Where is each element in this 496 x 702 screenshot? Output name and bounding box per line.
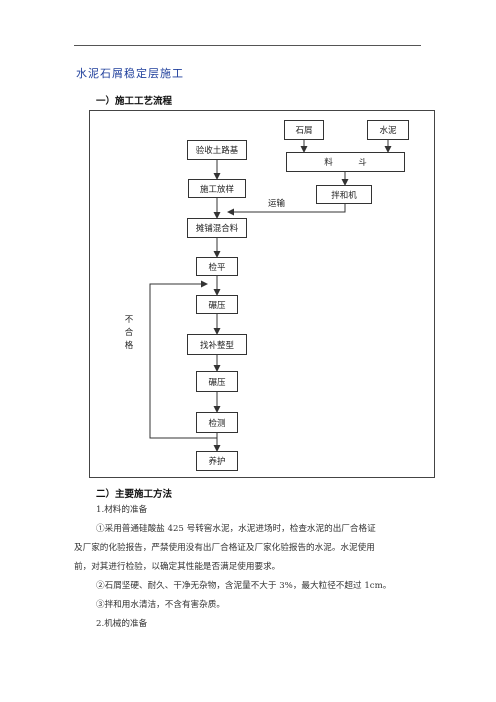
- box-jiance: 检测: [196, 412, 238, 433]
- paragraph-water: ③拌和用水清洁，不含有害杂质。: [96, 600, 225, 610]
- label-yunshu: 运输: [268, 199, 286, 209]
- box-nianya2: 碾压: [196, 371, 238, 392]
- box-yanghu: 养护: [196, 451, 238, 471]
- box-zhaobu: 找补整型: [187, 334, 247, 355]
- box-banheji: 拌和机: [316, 185, 372, 204]
- section-heading-process: 一）施工工艺流程: [96, 96, 173, 107]
- label-buhege-2: 合: [124, 328, 134, 338]
- page-title: 水泥石屑稳定层施工: [76, 67, 184, 80]
- paragraph-cement-2: 及厂家的化验报告，严禁使用没有出厂合格证及厂家化验报告的水泥。水泥使用: [74, 543, 375, 553]
- paragraph-cement-3: 前，对其进行检验，以确定其性能是否满足使用要求。: [74, 562, 281, 572]
- paragraph-stone: ②石屑坚硬、耐久、干净无杂物，含泥量不大于 3%，最大粒径不超过 1cm。: [96, 581, 392, 591]
- arrow-fail-loop: [149, 280, 217, 439]
- label-buhege-3: 格: [124, 341, 134, 351]
- paragraph-cement-1: ①采用普通硅酸盐 425 号转窖水泥，水泥进场时，检查水泥的出厂合格证: [96, 524, 376, 534]
- heading-materials: 1.材料的准备: [96, 505, 148, 515]
- section-heading-methods: 二）主要施工方法: [96, 489, 173, 500]
- header-rule: [74, 45, 421, 46]
- label-buhege-1: 不: [124, 315, 134, 325]
- box-fangyang: 施工放样: [188, 179, 246, 198]
- box-liaodou: 料 斗: [286, 152, 405, 172]
- box-shixie: 石屑: [284, 120, 324, 140]
- box-jianping: 检平: [196, 257, 238, 276]
- box-tanpu: 摊铺混合料: [187, 218, 247, 238]
- box-nianya1: 碾压: [196, 295, 238, 314]
- box-yanshou: 验收土路基: [187, 140, 247, 160]
- flowchart-frame: [89, 110, 435, 478]
- box-shuini: 水泥: [367, 120, 409, 140]
- arrow-banheji-tanpu: [227, 204, 346, 216]
- heading-machinery: 2.机械的准备: [96, 619, 148, 629]
